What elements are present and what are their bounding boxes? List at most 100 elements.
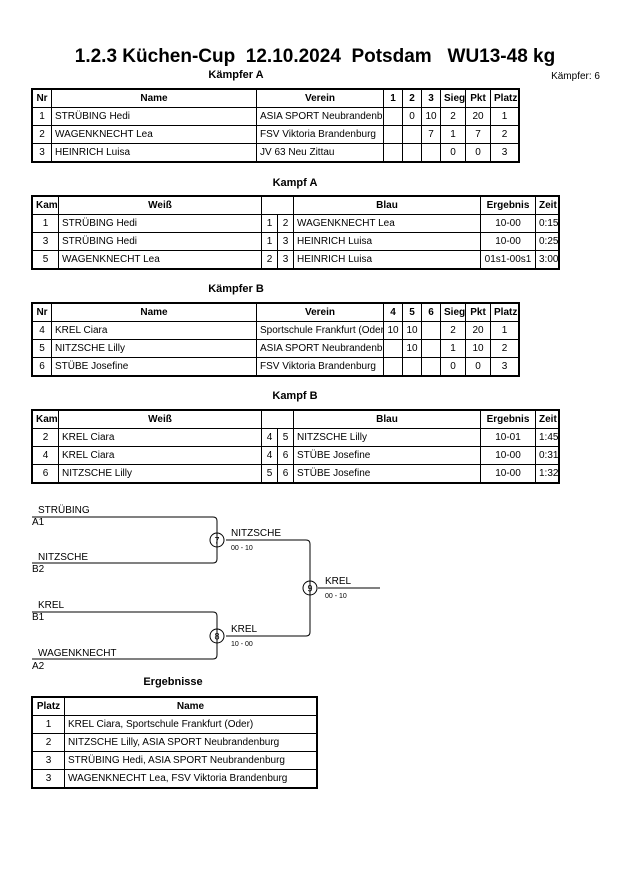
fighter-name: WAGENKNECHT Lea <box>51 125 257 144</box>
col-header: Siege <box>440 303 466 322</box>
white-fighter: STRÜBING Hedi <box>58 232 262 251</box>
fight-number: 3 <box>32 232 59 251</box>
wins-count: 2 <box>440 321 466 340</box>
blue-fighter: NITZSCHE Lilly <box>293 428 481 447</box>
round-score: 0 <box>402 107 422 126</box>
row-number: 2 <box>32 125 52 144</box>
fight-number: 1 <box>32 214 59 233</box>
wins-count: 2 <box>440 107 466 126</box>
white-fighter: KREL Ciara <box>58 446 262 465</box>
fight-time: 3:00 <box>535 250 559 269</box>
wins-count: 1 <box>440 125 466 144</box>
place-value: 1 <box>490 321 519 340</box>
fight-number: 6 <box>32 464 59 483</box>
blue-fighter: HEINRICH Luisa <box>293 232 481 251</box>
row-number: 5 <box>32 339 52 358</box>
round-score: 10 <box>421 107 441 126</box>
points-count: 0 <box>465 357 491 376</box>
fights-b-header-row: Kampf Weiß Blau Ergebnis Zeit <box>32 410 559 429</box>
row-number: 4 <box>32 321 52 340</box>
bracket-entry-seed: B2 <box>32 564 45 575</box>
col-header: Weiß <box>58 410 262 429</box>
fight-number: 5 <box>32 250 59 269</box>
col-header: Nr <box>32 89 52 108</box>
result-name: WAGENKNECHT Lea, FSV Viktoria Brandenbur… <box>64 769 317 788</box>
col-header: Blau <box>293 410 481 429</box>
col-header: 2 <box>402 89 422 108</box>
white-number: 4 <box>261 446 278 465</box>
col-header: 4 <box>383 303 403 322</box>
fight-time: 0:15 <box>535 214 559 233</box>
final-winner: KREL <box>325 576 352 587</box>
col-header: 6 <box>421 303 441 322</box>
wins-count: 0 <box>440 143 466 162</box>
result-name: STRÜBING Hedi, ASIA SPORT Neubrandenburg <box>64 751 317 770</box>
fights-a-caption: Kampf A <box>272 177 318 189</box>
col-header: Blau <box>293 196 481 215</box>
col-header: Pkt <box>465 89 491 108</box>
blue-fighter: STÜBE Josefine <box>293 464 481 483</box>
place-value: 3 <box>490 143 519 162</box>
blue-number: 6 <box>277 446 294 465</box>
white-fighter: NITZSCHE Lilly <box>58 464 262 483</box>
result-place: 2 <box>32 733 65 752</box>
place-value: 2 <box>490 125 519 144</box>
points-count: 10 <box>465 339 491 358</box>
bracket-entry-name: STRÜBING <box>38 504 90 516</box>
round-score <box>421 143 441 162</box>
col-header: Kampf <box>32 410 59 429</box>
fighter-club: JV 63 Neu Zittau <box>256 143 384 162</box>
round-score <box>402 357 422 376</box>
bracket-entry-name: WAGENKNECHT <box>38 648 117 659</box>
round-score <box>421 357 441 376</box>
col-header: Ergebnis <box>480 410 536 429</box>
blue-number: 2 <box>277 214 294 233</box>
round-score: 10 <box>402 321 422 340</box>
bracket-entry-seed: B1 <box>32 612 45 623</box>
col-header: Name <box>51 89 257 108</box>
fight-time: 1:45 <box>535 428 559 447</box>
page-title: 1.2.3 Küchen-Cup 12.10.2024 Potsdam WU13… <box>74 46 556 67</box>
round-score <box>402 143 422 162</box>
fight-circle <box>209 628 225 644</box>
fight-number: 4 <box>32 446 59 465</box>
row-number: 6 <box>32 357 52 376</box>
white-number: 5 <box>261 464 278 483</box>
fights-a-header-row: Kampf Weiß Blau Ergebnis Zeit <box>32 196 559 215</box>
fighter-name: STÜBE Josefine <box>51 357 257 376</box>
round-score <box>402 125 422 144</box>
round-score <box>383 107 403 126</box>
blue-fighter: STÜBE Josefine <box>293 446 481 465</box>
col-header: 5 <box>402 303 422 322</box>
blue-number: 6 <box>277 464 294 483</box>
round-score <box>383 339 403 358</box>
col-header: Name <box>64 697 317 716</box>
blue-number: 5 <box>277 428 294 447</box>
results-header-row: Platz Name <box>32 697 317 716</box>
white-fighter: KREL Ciara <box>58 428 262 447</box>
fight-time: 0:25 <box>535 232 559 251</box>
fight-number: 8 <box>214 632 219 642</box>
points-count: 20 <box>465 107 491 126</box>
results-caption: Ergebnisse <box>143 676 203 688</box>
fighter-club: FSV Viktoria Brandenburg <box>256 125 384 144</box>
round-score <box>383 357 403 376</box>
pool-a-header-row: Nr Name Verein 1 2 3 Siege Pkt Platz <box>32 89 519 108</box>
col-header: Weiß <box>58 196 262 215</box>
round-score: 7 <box>421 125 441 144</box>
round-score <box>383 125 403 144</box>
col-header: Kampf <box>32 196 59 215</box>
col-spacer <box>277 410 294 429</box>
fighter-club: Sportschule Frankfurt (Oder) <box>256 321 384 340</box>
fighter-name: HEINRICH Luisa <box>51 143 257 162</box>
fight-circle <box>209 532 225 548</box>
row-number: 3 <box>32 143 52 162</box>
